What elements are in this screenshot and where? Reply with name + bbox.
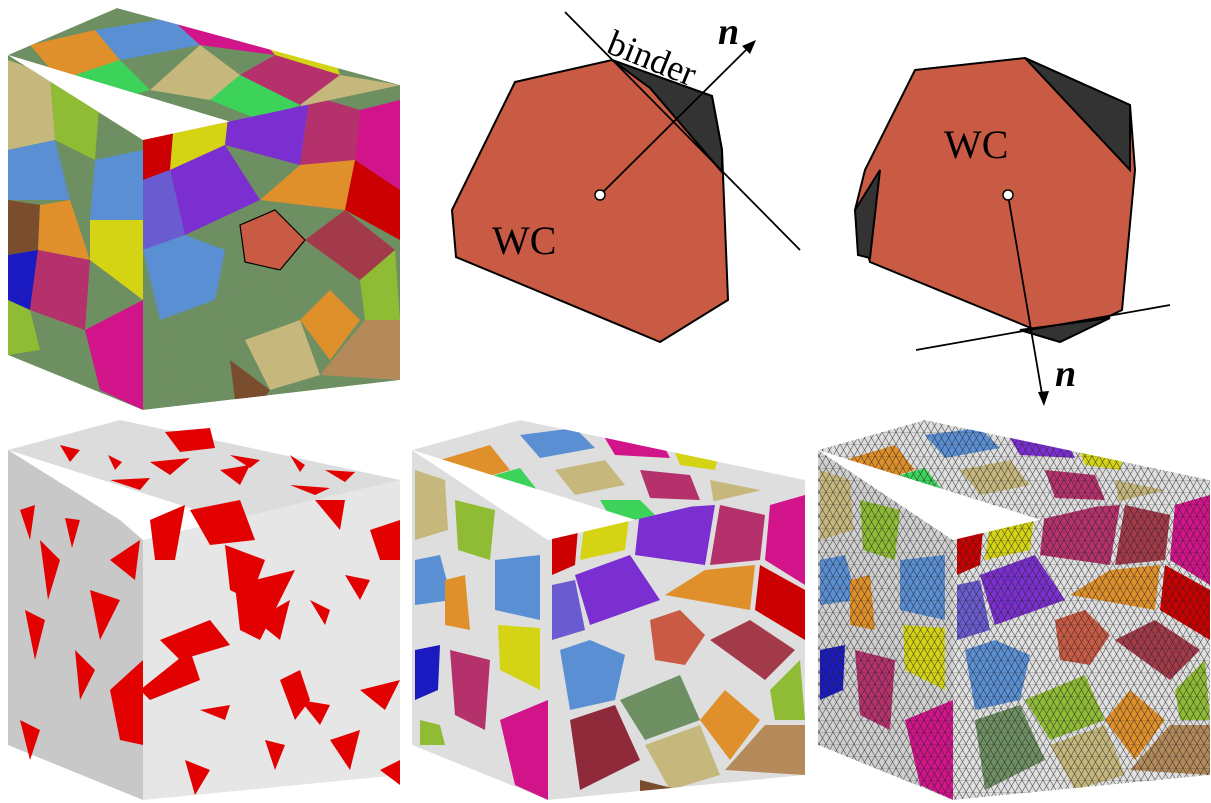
binder-region-left	[853, 169, 881, 260]
grain-center-point	[594, 189, 606, 201]
normal-arrowhead	[742, 40, 756, 54]
grain-structure-cube	[8, 8, 400, 410]
normal-vector-right	[1007, 194, 1044, 401]
cube-left-face-mesh	[818, 450, 953, 800]
meshed-cube	[818, 420, 1210, 800]
cube-right-face-mesh	[953, 480, 1210, 800]
binder-region	[611, 59, 723, 175]
binder-corner-cut-diagram: WC n	[853, 56, 1171, 406]
binder-faces-cube	[8, 420, 400, 800]
cube-right-face	[143, 85, 400, 410]
binder-cross-section-diagram: binder WC n	[450, 11, 801, 344]
cube-right-face-binder	[548, 480, 805, 800]
cube-left-face-white	[8, 450, 143, 800]
grain-center-point-right	[1002, 189, 1014, 201]
wc-label-right: WC	[944, 122, 1008, 167]
normal-vector	[599, 43, 753, 196]
binder-patches	[20, 428, 400, 795]
cut-plane-line-right	[915, 304, 1171, 351]
cube-right-face-white	[143, 480, 400, 800]
cut-plane-line	[564, 11, 801, 251]
normal-label-middle: n	[718, 11, 739, 53]
cube-left-face	[8, 55, 143, 410]
normal-arrowhead-right	[1038, 391, 1049, 406]
cube-left-face-binder	[412, 450, 548, 800]
binder-region-top	[1024, 57, 1131, 173]
wc-label-middle: WC	[492, 218, 556, 263]
grains-with-binder-cube	[412, 420, 805, 800]
normal-label-right: n	[1055, 353, 1076, 395]
